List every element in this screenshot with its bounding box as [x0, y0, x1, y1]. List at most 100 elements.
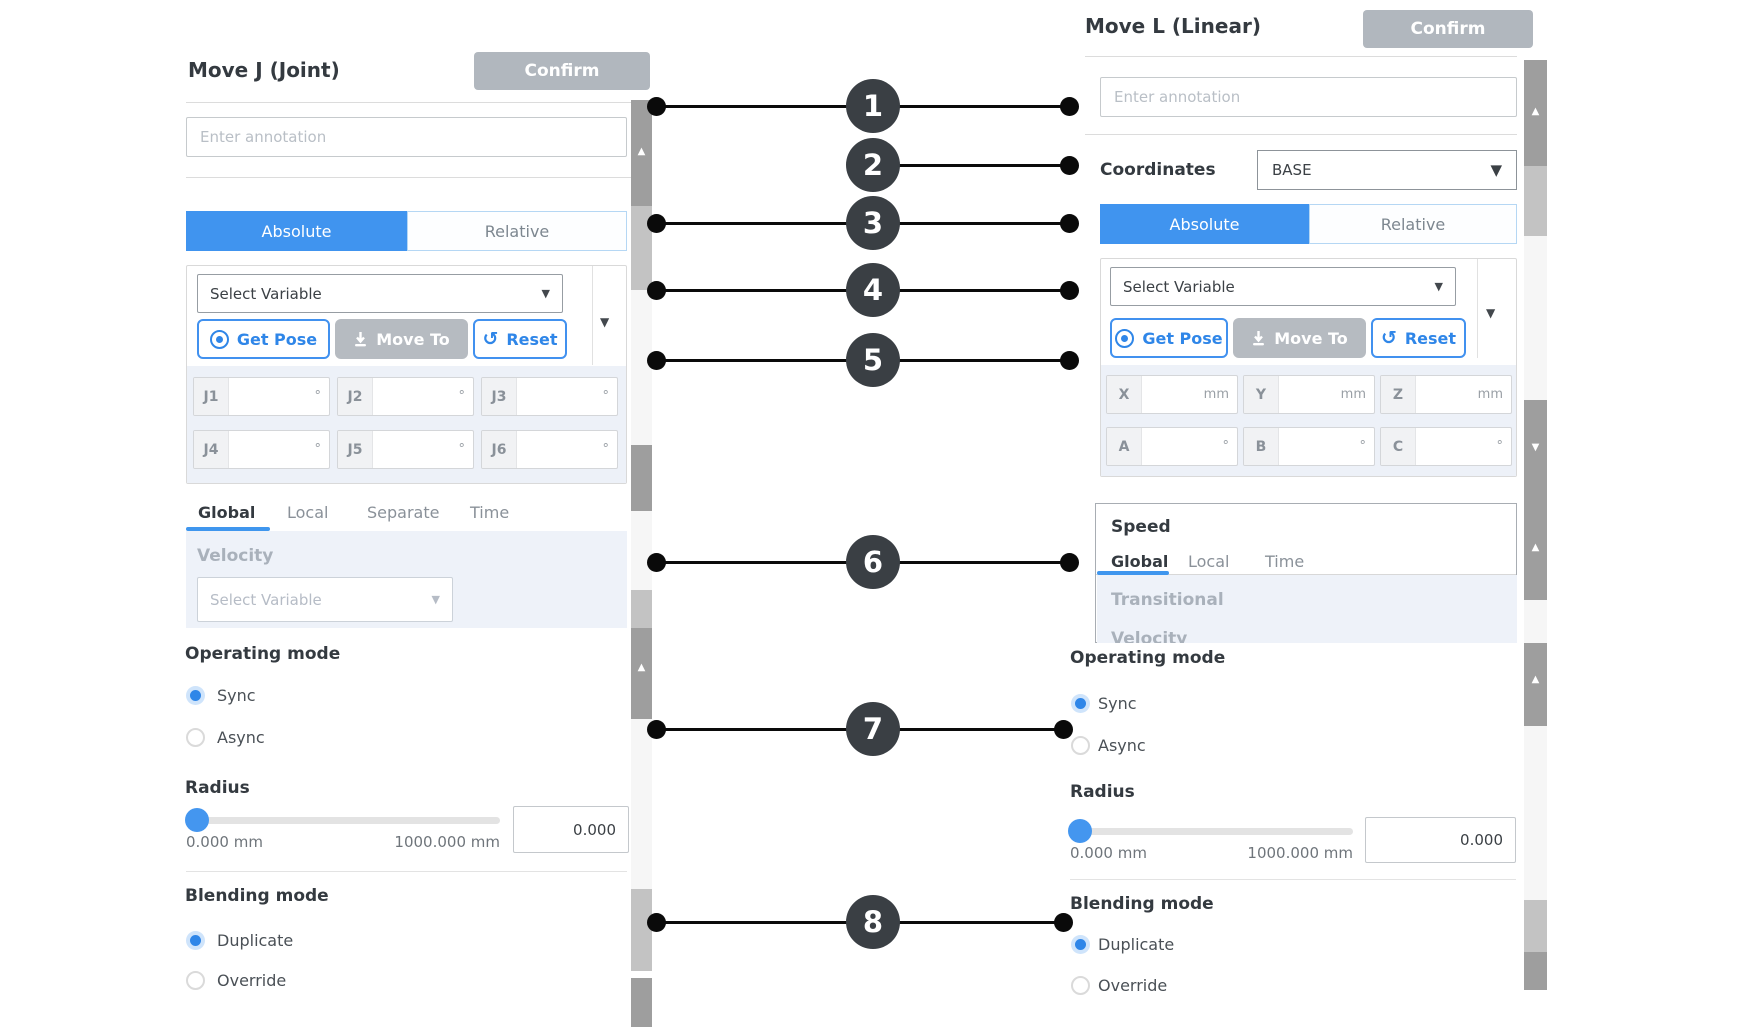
right-speedtab-local[interactable]: Local — [1188, 552, 1230, 571]
left-confirm-button[interactable]: Confirm — [474, 52, 650, 90]
field-unit: mm — [1340, 387, 1366, 402]
pose-field-b[interactable]: B° — [1243, 427, 1375, 466]
right-annotation-input[interactable] — [1100, 77, 1517, 117]
scroll-up-icon[interactable]: ▲ — [1531, 542, 1540, 553]
scroll-up-icon[interactable]: ▲ — [637, 662, 646, 673]
left-async-radio[interactable] — [186, 728, 205, 747]
active-tab-underline — [186, 527, 270, 531]
callout-dot — [647, 719, 666, 739]
left-override-radio[interactable] — [186, 971, 205, 990]
left-pose-variable-select[interactable]: Select Variable ▼ — [197, 274, 563, 313]
right-scrollbar-thumb[interactable]: ▲ — [1524, 60, 1547, 166]
pose-field-c[interactable]: C° — [1380, 427, 1512, 466]
left-reset-button[interactable]: ↺ Reset — [473, 319, 567, 359]
left-sync-radio[interactable] — [186, 686, 205, 705]
right-scrollbar-thumb[interactable]: ▼ ▲ — [1524, 400, 1547, 600]
left-radius-slider-track[interactable] — [186, 817, 500, 824]
left-speedtab-time[interactable]: Time — [470, 503, 510, 522]
right-async-radio[interactable] — [1071, 736, 1090, 755]
callout-dot — [647, 350, 666, 370]
joint-field-j3[interactable]: J3° — [481, 377, 618, 416]
right-tab-absolute[interactable]: Absolute — [1100, 204, 1309, 244]
right-pose-variable-select[interactable]: Select Variable ▼ — [1110, 267, 1456, 306]
scroll-up-icon[interactable]: ▲ — [1531, 674, 1540, 685]
right-radius-slider-track[interactable] — [1070, 828, 1353, 835]
right-pose-collapse-icon[interactable]: ▼ — [1486, 306, 1496, 320]
target-icon — [1115, 328, 1135, 348]
left-move-to-button[interactable]: Move To — [335, 319, 468, 359]
left-scrollbar-track[interactable] — [631, 590, 652, 628]
scroll-up-icon[interactable]: ▲ — [637, 146, 646, 157]
left-radius-min-label: 0.000 mm — [186, 833, 263, 851]
joint-field-j2[interactable]: J2° — [337, 377, 474, 416]
left-scrollbar-thumb[interactable]: ▲ — [631, 628, 652, 719]
callout-dot — [1060, 155, 1079, 175]
right-scrollbar-track[interactable] — [1524, 166, 1547, 236]
callout-dot — [1060, 280, 1079, 300]
left-radius-value-input[interactable] — [513, 806, 629, 853]
field-label: X — [1107, 376, 1142, 413]
joint-field-j1[interactable]: J1° — [193, 377, 330, 416]
reset-icon: ↺ — [482, 327, 499, 350]
scroll-up-icon[interactable]: ▲ — [1531, 106, 1540, 117]
callout-number: 8 — [846, 895, 900, 949]
left-velocity-variable-select[interactable]: Select Variable ▼ — [197, 577, 453, 622]
left-scrollbar-thumb[interactable] — [631, 445, 652, 511]
left-scrollbar-thumb[interactable]: ▲ — [631, 100, 652, 206]
right-radius-value-input[interactable] — [1365, 817, 1516, 863]
scroll-down-icon[interactable]: ▼ — [1531, 442, 1540, 453]
right-sync-radio[interactable] — [1071, 694, 1090, 713]
right-override-radio[interactable] — [1071, 976, 1090, 995]
callout-number: 6 — [846, 535, 900, 589]
move-to-label: Move To — [376, 329, 450, 349]
left-tab-relative[interactable]: Relative — [407, 211, 627, 251]
right-move-to-button[interactable]: Move To — [1233, 318, 1366, 358]
left-scrollbar-track[interactable] — [631, 889, 652, 971]
right-scrollbar-thumb[interactable]: ▲ — [1524, 643, 1547, 726]
right-scrollbar-thumb[interactable] — [1524, 952, 1547, 990]
target-icon — [209, 329, 229, 349]
coordinates-select[interactable]: BASE ▼ — [1257, 150, 1517, 190]
right-confirm-button[interactable]: Confirm — [1363, 10, 1533, 48]
right-scrollbar-track[interactable] — [1524, 600, 1547, 643]
right-duplicate-radio[interactable] — [1071, 935, 1090, 954]
left-pose-collapse-icon[interactable]: ▼ — [600, 315, 610, 329]
right-speedtab-time[interactable]: Time — [1265, 552, 1305, 571]
left-scrollbar-track[interactable] — [631, 290, 652, 445]
right-scrollbar-track[interactable] — [1524, 900, 1547, 952]
right-tab-relative[interactable]: Relative — [1309, 204, 1517, 244]
field-label: B — [1244, 428, 1279, 465]
left-tab-absolute[interactable]: Absolute — [186, 211, 407, 251]
right-scrollbar-track[interactable] — [1524, 726, 1547, 900]
left-annotation-input[interactable] — [186, 117, 627, 157]
left-scrollbar-track[interactable] — [631, 206, 652, 290]
right-transitional-panel: Transitional Velocity — [1097, 575, 1517, 643]
joint-field-j4[interactable]: J4° — [193, 430, 330, 469]
joint-field-j5[interactable]: J5° — [337, 430, 474, 469]
left-scrollbar-thumb[interactable] — [631, 978, 652, 1027]
right-speedtab-global[interactable]: Global — [1111, 552, 1169, 571]
right-reset-button[interactable]: ↺ Reset — [1371, 318, 1466, 358]
left-speedtab-local[interactable]: Local — [287, 503, 329, 522]
callout-number: 5 — [846, 333, 900, 387]
left-panel-title: Move J (Joint) — [188, 58, 340, 82]
left-get-pose-button[interactable]: Get Pose — [197, 319, 330, 359]
right-scrollbar-track[interactable] — [1524, 236, 1547, 400]
pose-field-a[interactable]: A° — [1106, 427, 1238, 466]
download-arrow-icon — [1253, 330, 1265, 345]
speed-heading: Speed — [1111, 517, 1171, 537]
left-speedtab-separate[interactable]: Separate — [367, 503, 440, 522]
left-scrollbar-track[interactable] — [631, 511, 652, 590]
left-duplicate-radio[interactable] — [186, 931, 205, 950]
right-radius-slider-thumb[interactable] — [1068, 819, 1092, 843]
field-label: Y — [1244, 376, 1279, 413]
left-speedtab-global[interactable]: Global — [198, 503, 256, 522]
divider — [1085, 134, 1517, 135]
left-scrollbar-track[interactable] — [631, 719, 652, 889]
right-get-pose-button[interactable]: Get Pose — [1110, 318, 1228, 358]
joint-field-j6[interactable]: J6° — [481, 430, 618, 469]
left-radius-slider-thumb[interactable] — [185, 808, 209, 832]
